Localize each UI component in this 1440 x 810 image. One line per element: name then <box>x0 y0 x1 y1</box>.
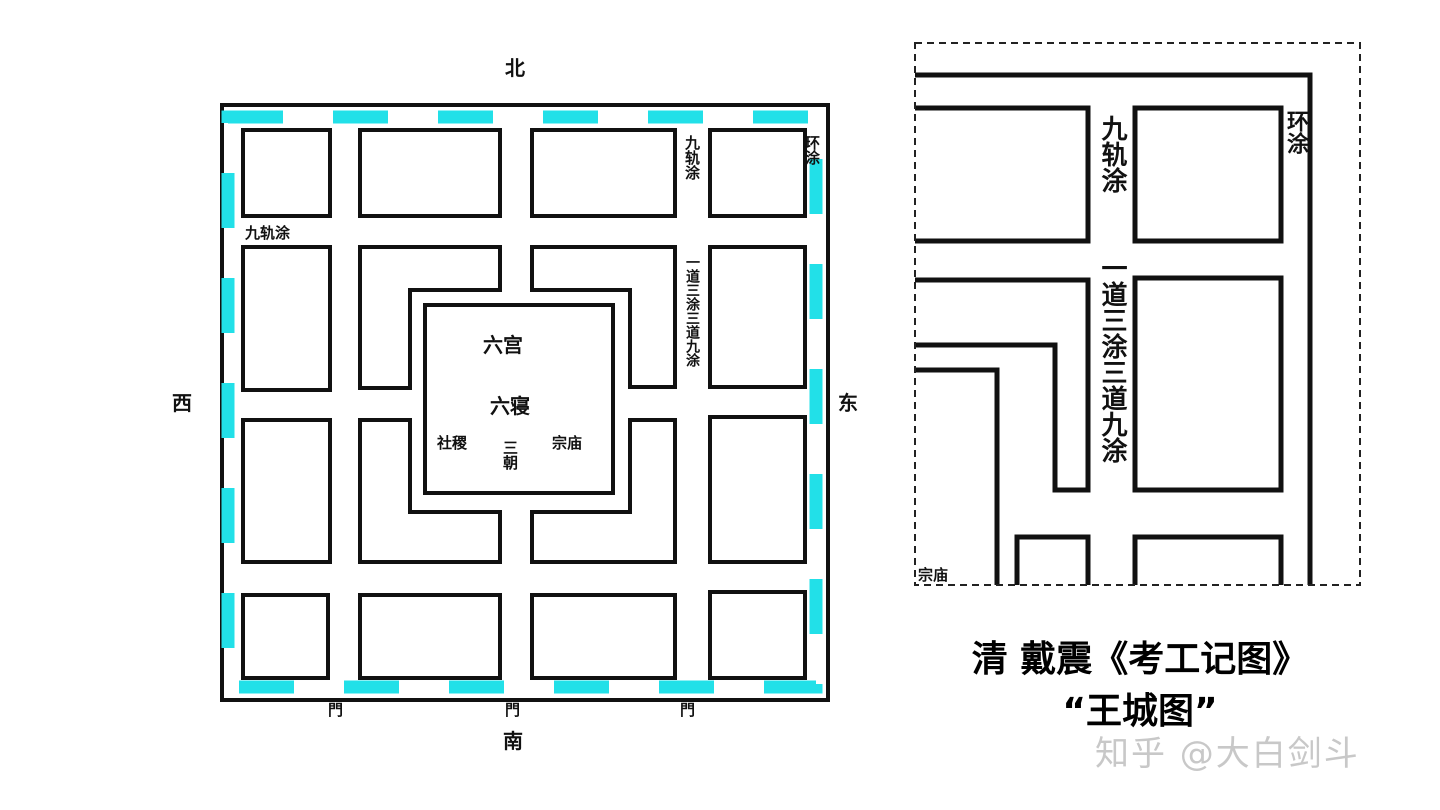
inset-road-ring: 环涂 <box>1283 110 1309 154</box>
inset-frame <box>914 42 1361 586</box>
label-zong-miao: 宗庙 <box>552 434 582 452</box>
label-road-ring: 环涂 <box>803 135 821 166</box>
palace-box <box>423 303 615 495</box>
label-san-chao: 三朝 <box>501 440 519 471</box>
label-east: 东 <box>838 391 858 415</box>
gate-south-2: 門 <box>505 701 520 719</box>
label-liu-gong: 六宫 <box>483 333 523 357</box>
label-road-desc: 一道三涂三道九涂 <box>684 255 701 368</box>
label-liu-qin: 六寝 <box>490 394 530 418</box>
inset-zoom: 九轨涂 一道三涂三道九涂 环涂 宗庙 <box>915 72 1313 585</box>
label-west: 西 <box>172 391 192 415</box>
gate-south-1: 門 <box>328 701 343 719</box>
caption-line1: 清 戴震《考工记图》 <box>971 639 1309 680</box>
gate-south-3: 門 <box>680 701 695 719</box>
label-road-left: 九轨涂 <box>244 224 291 242</box>
label-road-main: 九轨涂 <box>683 134 701 181</box>
label-south: 南 <box>503 729 523 753</box>
label-north: 北 <box>505 56 525 80</box>
caption-line2: “王城图” <box>1062 691 1218 732</box>
watermark: 知乎 @大白剑斗 <box>1095 734 1360 774</box>
label-she-ji: 社稷 <box>436 434 468 452</box>
highlight-ring-road <box>221 110 823 694</box>
inset-zong: 宗庙 <box>918 566 948 584</box>
inset-road-desc: 一道三涂三道九涂 <box>1097 255 1128 463</box>
inset-road-main: 九轨涂 <box>1097 115 1128 193</box>
city-blocks <box>241 128 807 680</box>
